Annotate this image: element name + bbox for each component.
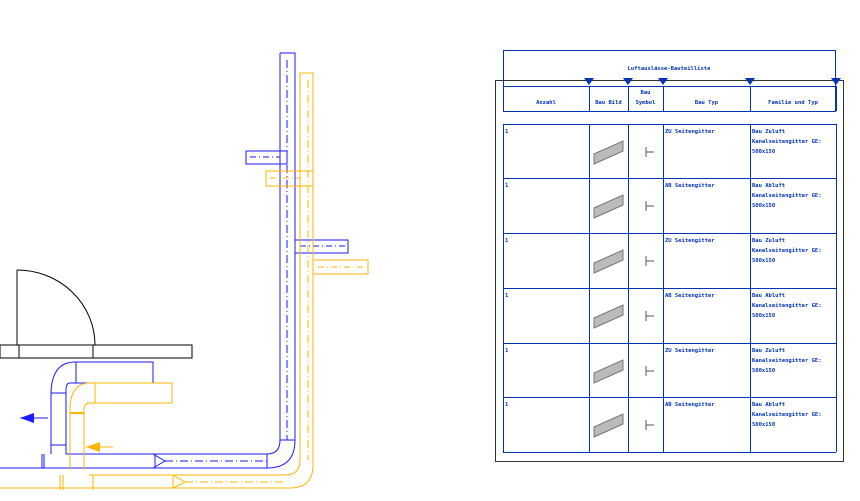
cell-type[interactable]: AB Seitengitter [665, 402, 715, 408]
grille-thumbnail-icon [593, 140, 624, 165]
column-marker-icon [623, 78, 633, 85]
cell-family[interactable]: Bau Zuluft Kanalseitengitter GE: 500x150 [752, 238, 822, 264]
cell-type[interactable]: AB Seitengitter [665, 183, 715, 189]
grille-symbol-icon [645, 311, 654, 321]
column-header[interactable]: Bau Bild [595, 100, 622, 106]
grille-thumbnail-icon [593, 304, 624, 329]
cell-family[interactable]: Bau Abluft Kanalseitengitter GE: 500x150 [752, 183, 822, 209]
grille-thumbnail-icon [593, 359, 624, 384]
column-marker-icon [745, 78, 755, 85]
cell-count[interactable]: 1 [505, 238, 509, 244]
cell-family[interactable]: Bau Zuluft Kanalseitengitter GE: 500x150 [752, 129, 822, 155]
grille-thumbnail-icon [593, 194, 624, 219]
cell-count[interactable]: 1 [505, 129, 509, 135]
cell-count[interactable]: 1 [505, 348, 509, 354]
schedule-title: Luftauslässe-Bauteilliste [627, 66, 711, 72]
cell-count[interactable]: 1 [505, 293, 509, 299]
grille-symbol-icon [645, 366, 654, 376]
exhaust-arrow-icon [86, 442, 113, 452]
column-header[interactable]: Anzahl [536, 100, 556, 106]
schedule-grid [495, 50, 844, 462]
column-header[interactable]: Familie und Typ [768, 100, 818, 106]
grille-symbol-icon [645, 420, 654, 430]
column-markers [584, 78, 841, 85]
column-header[interactable]: Bau Typ [694, 100, 719, 106]
cell-type[interactable]: ZU Seitengitter [665, 238, 715, 244]
grille-thumbnail-icon [593, 413, 624, 438]
cell-family[interactable]: Bau Abluft Kanalseitengitter GE: 500x150 [752, 402, 822, 428]
grille-symbol-icon [645, 201, 654, 211]
cell-type[interactable]: ZU Seitengitter [665, 348, 715, 354]
exhaust-duct[interactable] [0, 72, 369, 490]
door-and-wall [0, 269, 193, 359]
supply-arrow-icon [20, 413, 48, 423]
cell-family[interactable]: Bau Zuluft Kanalseitengitter GE: 500x150 [752, 348, 822, 374]
column-marker-icon [584, 78, 594, 85]
cell-family[interactable]: Bau Abluft Kanalseitengitter GE: 500x150 [752, 293, 822, 319]
grille-thumbnail-icon [593, 249, 624, 274]
grille-symbol-icon [645, 147, 654, 157]
supply-duct[interactable] [0, 52, 349, 469]
grille-symbol-icon [645, 256, 654, 266]
cell-type[interactable]: AB Seitengitter [665, 293, 715, 299]
column-marker-icon [831, 78, 841, 85]
column-marker-icon [658, 78, 668, 85]
column-header[interactable]: Bau Symbol [635, 90, 656, 106]
cell-type[interactable]: ZU Seitengitter [665, 129, 715, 135]
cell-count[interactable]: 1 [505, 402, 509, 408]
cell-count[interactable]: 1 [505, 183, 509, 189]
